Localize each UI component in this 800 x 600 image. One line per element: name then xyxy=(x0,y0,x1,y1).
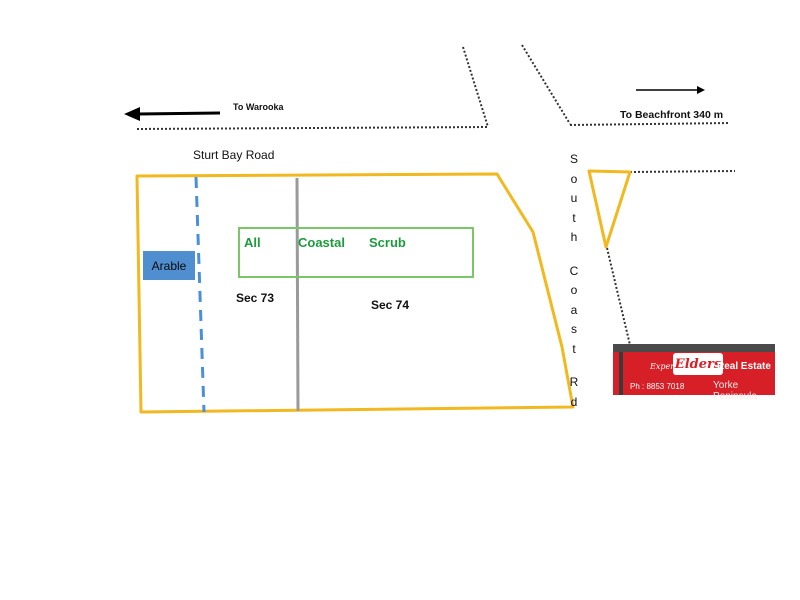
sign-phone: Ph : 8853 7018 xyxy=(630,382,685,391)
road-letter: o xyxy=(570,283,578,297)
sign-tagline: Experience xyxy=(650,362,696,371)
road-letter: d xyxy=(570,394,578,409)
arable-label: Arable xyxy=(143,251,195,280)
road-letter: t xyxy=(572,341,576,356)
agency-sign: Experience Elders Real Estate Ph : 8853 … xyxy=(613,344,775,402)
scrub-word-all: All xyxy=(244,235,261,250)
elders-logo-text: Elders xyxy=(674,356,722,372)
coastal-scrub-box xyxy=(238,227,474,278)
arable-boundary-line xyxy=(194,176,206,413)
south-coast-rd-label: S o u t h C o a s t R d xyxy=(567,150,581,412)
warooka-arrow-head xyxy=(124,107,140,121)
road-letter: s xyxy=(571,322,577,336)
road-letter: t xyxy=(572,210,576,225)
beachfront-road-line xyxy=(569,122,731,126)
to-warooka-label: To Warooka xyxy=(233,102,284,112)
road-bend-right xyxy=(521,44,571,125)
road-letter: a xyxy=(570,302,578,317)
warooka-arrow-shaft xyxy=(137,111,221,116)
elders-logo: Elders xyxy=(673,353,723,375)
road-letter: S xyxy=(569,152,578,166)
beachfront-arrow-head xyxy=(697,86,705,94)
east-road-line xyxy=(629,170,736,173)
sign-real-estate: Real Estate xyxy=(717,361,771,372)
road-letter: u xyxy=(570,191,578,205)
sturt-bay-road-label: Sturt Bay Road xyxy=(193,148,275,162)
to-beachfront-label: To Beachfront 340 m xyxy=(620,109,724,121)
sec-74-label: Sec 74 xyxy=(371,298,410,312)
road-letter: C xyxy=(569,263,579,278)
triangle-reserve xyxy=(587,169,632,249)
scrub-word-coastal: Coastal xyxy=(298,235,345,250)
road-letter: h xyxy=(570,230,578,244)
sec-73-label: Sec 73 xyxy=(236,291,275,305)
road-letter: o xyxy=(570,171,578,186)
sign-top-stripe xyxy=(613,344,775,352)
scrub-word-scrub: Scrub xyxy=(369,235,406,250)
south-coast-road-line xyxy=(606,247,631,346)
road-bend-left xyxy=(462,46,489,128)
road-letter: R xyxy=(569,375,579,389)
sign-region: Yorke Peninsula xyxy=(713,380,757,402)
sturt-bay-road-line xyxy=(136,126,489,130)
sign-post xyxy=(619,352,623,395)
property-boundary xyxy=(135,172,575,414)
section-divider-line xyxy=(295,177,300,412)
